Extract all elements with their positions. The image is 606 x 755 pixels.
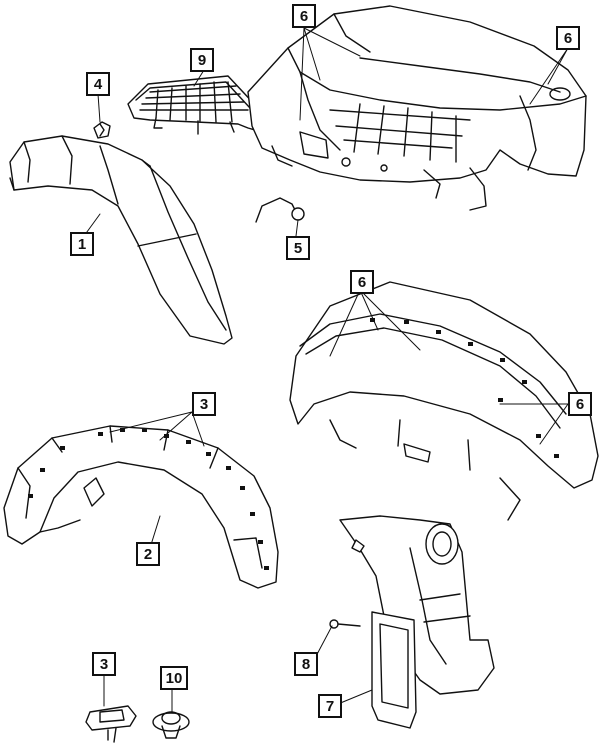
leader-lines bbox=[83, 27, 569, 713]
rear-fascia-drawing bbox=[289, 281, 599, 521]
callout-7: 7 bbox=[318, 694, 342, 718]
retainer-clip-drawing bbox=[85, 705, 137, 743]
cable-drawing bbox=[255, 197, 305, 223]
rear-fender-flare-drawing bbox=[3, 425, 279, 589]
grille-bracket-drawing bbox=[127, 75, 263, 135]
callout-8: 8 bbox=[294, 652, 318, 676]
callout-10: 10 bbox=[160, 666, 188, 690]
callout-3-clip: 3 bbox=[92, 652, 116, 676]
callout-6-top-right: 6 bbox=[556, 26, 580, 50]
clip-drawing bbox=[93, 121, 111, 139]
grommet-drawing bbox=[152, 711, 190, 739]
callout-6-mid-right: 6 bbox=[568, 392, 592, 416]
callout-9: 9 bbox=[190, 48, 214, 72]
front-fender-flare-drawing bbox=[9, 135, 233, 345]
callout-6-mid-left: 6 bbox=[350, 270, 374, 294]
front-bumper-fascia-drawing bbox=[247, 5, 587, 211]
callout-5: 5 bbox=[286, 236, 310, 260]
callout-6-top-left: 6 bbox=[292, 4, 316, 28]
tail-lamp-drawing bbox=[329, 515, 495, 729]
callout-1: 1 bbox=[70, 232, 94, 256]
callout-4: 4 bbox=[86, 72, 110, 96]
callout-3-fender: 3 bbox=[192, 392, 216, 416]
callout-2: 2 bbox=[136, 542, 160, 566]
